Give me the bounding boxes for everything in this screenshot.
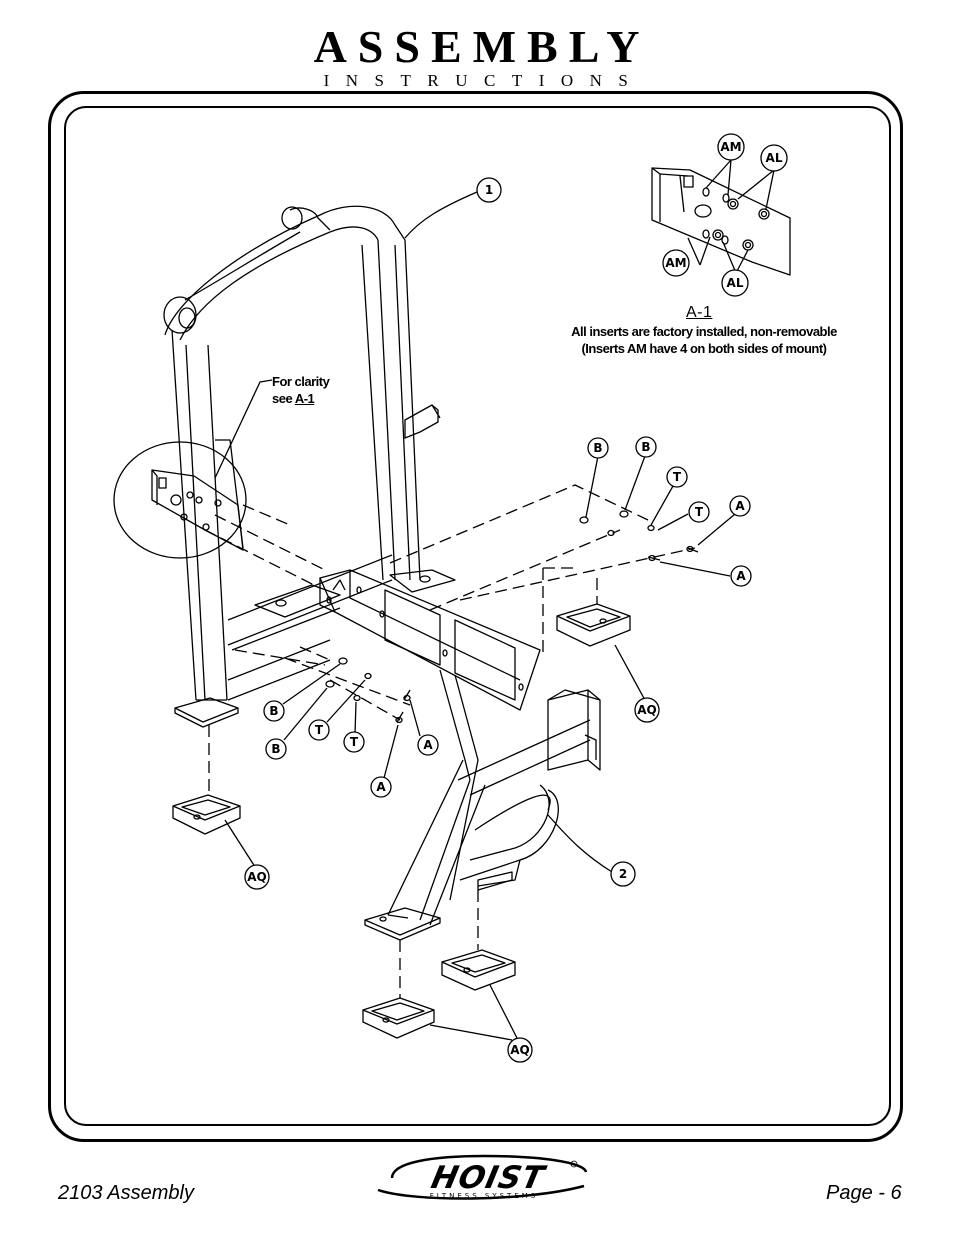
inner-frame xyxy=(64,106,891,1126)
detail-note-line1: All inserts are factory installed, non-r… xyxy=(571,324,837,339)
callout-aq-bottom: AQ xyxy=(510,1043,530,1057)
seat-mount xyxy=(319,569,541,711)
callouts xyxy=(244,133,788,1063)
callout-a-right-2: A xyxy=(736,569,746,583)
callout-al-bottom: AL xyxy=(727,276,744,290)
detail-a1-plate xyxy=(651,159,791,276)
callout-t-left-1: T xyxy=(315,723,324,737)
callout-b-left-1: B xyxy=(269,704,278,718)
clarity-note-ref: A-1 xyxy=(294,391,315,406)
callout-b-right-2: B xyxy=(641,440,650,454)
callout-part-2: 2 xyxy=(619,867,627,881)
callout-part-1: 1 xyxy=(485,183,493,197)
page-title: ASSEMBLY xyxy=(313,21,651,72)
detail-label: A-1 xyxy=(686,304,713,321)
callout-b-left-2: B xyxy=(271,742,280,756)
callout-am-top: AM xyxy=(720,140,741,154)
detail-circle xyxy=(113,439,247,559)
logo-tagline: FITNESS SYSTEMS xyxy=(430,1192,538,1200)
callout-t-left-2: T xyxy=(350,735,359,749)
callout-a-left-1: A xyxy=(423,738,433,752)
footer-page: Page - 6 xyxy=(826,1182,902,1204)
front-frame xyxy=(364,669,601,941)
hardware-left xyxy=(325,657,411,724)
footer-model: 2103 Assembly xyxy=(58,1182,194,1204)
logo-brand: HOIST xyxy=(428,1160,549,1196)
callout-a-right-1: A xyxy=(735,499,745,513)
feet xyxy=(172,603,631,1039)
main-frame xyxy=(163,205,456,728)
detail-note-line2: (Inserts AM have 4 on both sides of moun… xyxy=(581,341,827,356)
callout-al-top: AL xyxy=(766,151,783,165)
leader-lines xyxy=(214,191,736,1041)
dashed-lines xyxy=(204,484,696,998)
callout-aq-right: AQ xyxy=(637,703,657,717)
clarity-note-prefix: see xyxy=(272,391,295,406)
callout-t-right-2: T xyxy=(695,505,704,519)
outer-frame xyxy=(48,91,903,1142)
callout-t-right-1: T xyxy=(673,470,682,484)
page-subtitle: INSTRUCTIONS xyxy=(323,71,645,90)
callout-a-left-2: A xyxy=(376,780,386,794)
clarity-note-line1: For clarity xyxy=(272,374,330,389)
page-header: ASSEMBLY INSTRUCTIONS xyxy=(0,22,954,90)
clarity-note-line2: see A-1 xyxy=(272,390,315,407)
hoist-logo: HOIST FITNESS SYSTEMS xyxy=(377,1154,588,1200)
callout-am-bottom: AM xyxy=(665,256,686,270)
callout-aq-left: AQ xyxy=(247,870,267,884)
callout-b-right-1: B xyxy=(593,441,602,455)
